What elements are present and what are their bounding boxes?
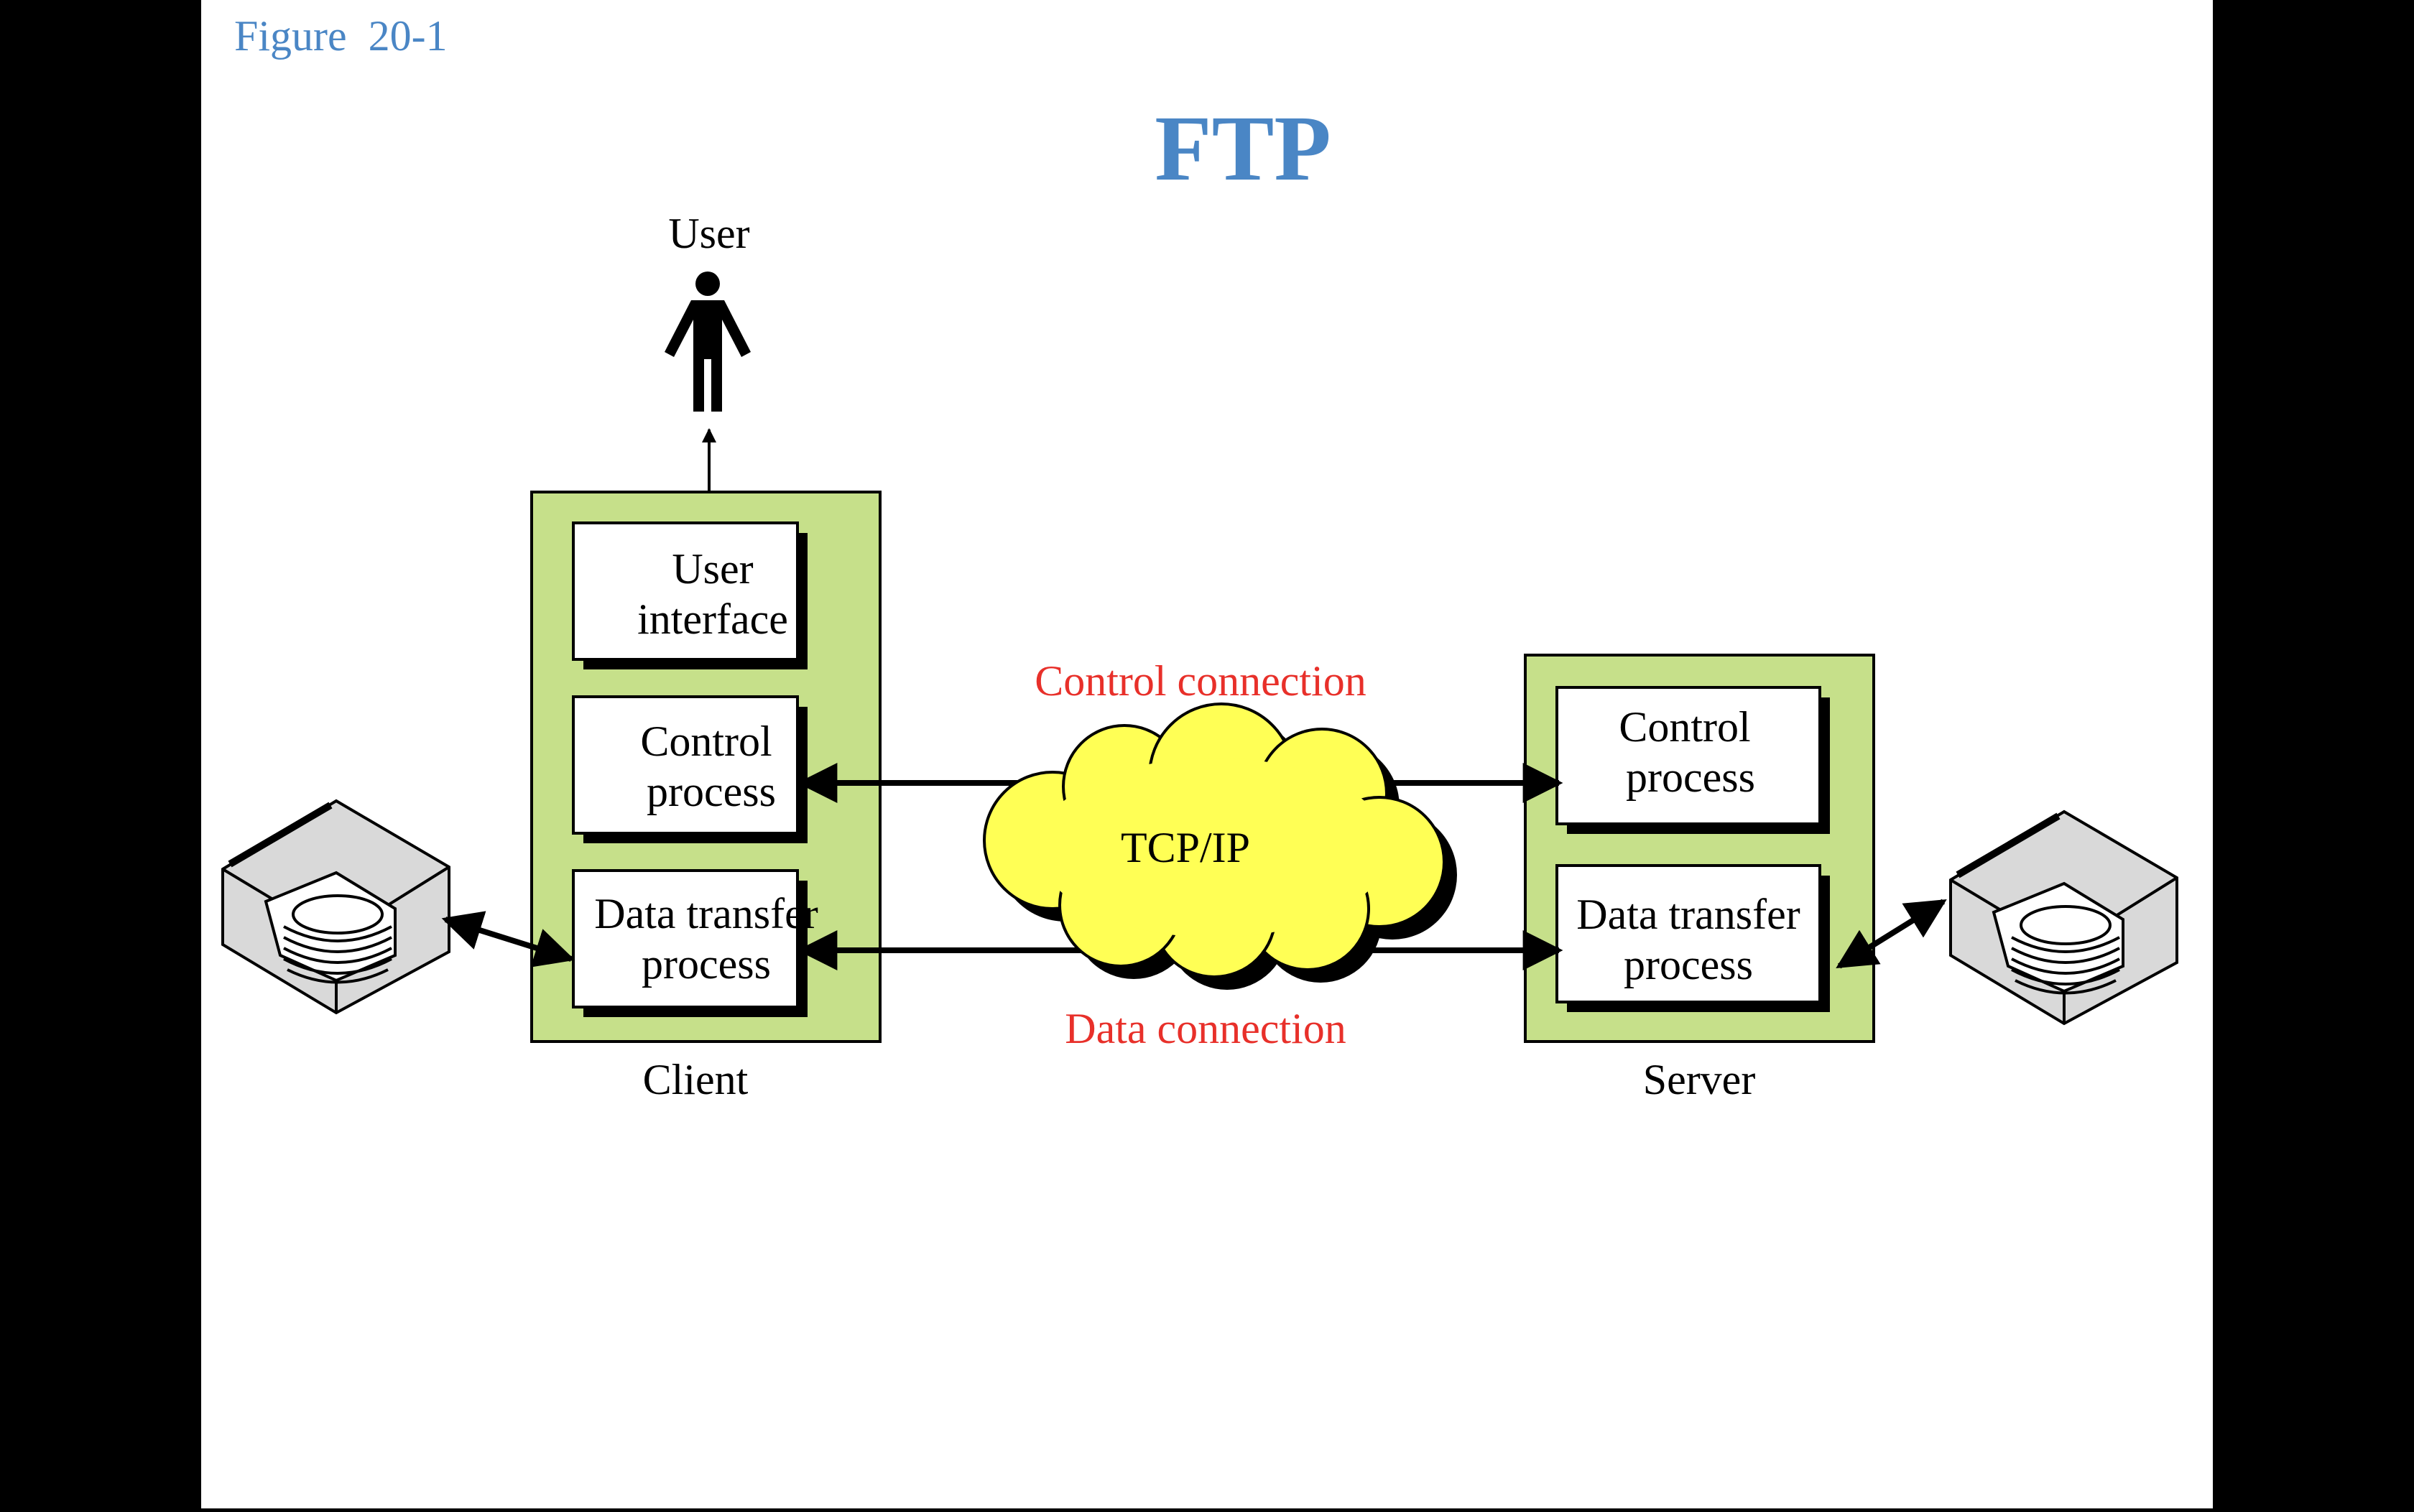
slide: Figure 20-1 FTP User User interface Cont… — [201, 0, 2213, 1508]
person-icon — [665, 272, 751, 412]
box-label-line: process — [1626, 753, 1755, 801]
client-caption: Client — [643, 1056, 749, 1103]
box-label-line: Data transfer — [594, 890, 818, 937]
box-label-line: process — [1624, 941, 1753, 988]
server-data-transfer-process-box: Data transfer process — [1555, 864, 1830, 1012]
box-label-line: process — [647, 768, 776, 815]
slide-title: FTP — [1155, 97, 1331, 200]
client-disk-arrow — [441, 911, 575, 968]
control-connection-label: Control connection — [1035, 657, 1366, 705]
box-label-line: Control — [640, 718, 772, 765]
box-label-line: Control — [1619, 703, 1750, 751]
client-control-process-box: Control process — [572, 695, 808, 843]
box-label-line: Data transfer — [1576, 891, 1800, 938]
hard-disk-icon — [221, 799, 450, 1015]
box-label-line: User — [672, 545, 753, 593]
tcp-ip-cloud: TCP/IP — [983, 702, 1457, 990]
figure-label: Figure 20-1 — [234, 12, 448, 60]
ftp-diagram: Figure 20-1 FTP User User interface Cont… — [221, 12, 2178, 1103]
server-control-process-box: Control process — [1555, 686, 1830, 834]
server-disk-arrow — [1836, 899, 1947, 969]
user-label: User — [668, 210, 749, 257]
data-connection-label: Data connection — [1065, 1005, 1346, 1052]
client-user-interface-box: User interface — [572, 521, 808, 669]
server-caption: Server — [1643, 1056, 1756, 1103]
hard-disk-icon — [1949, 810, 2178, 1026]
box-label-line: process — [642, 940, 771, 988]
cloud-label: TCP/IP — [1121, 824, 1250, 871]
box-label-line: interface — [637, 595, 788, 643]
client-data-transfer-process-box: Data transfer process — [572, 869, 818, 1017]
